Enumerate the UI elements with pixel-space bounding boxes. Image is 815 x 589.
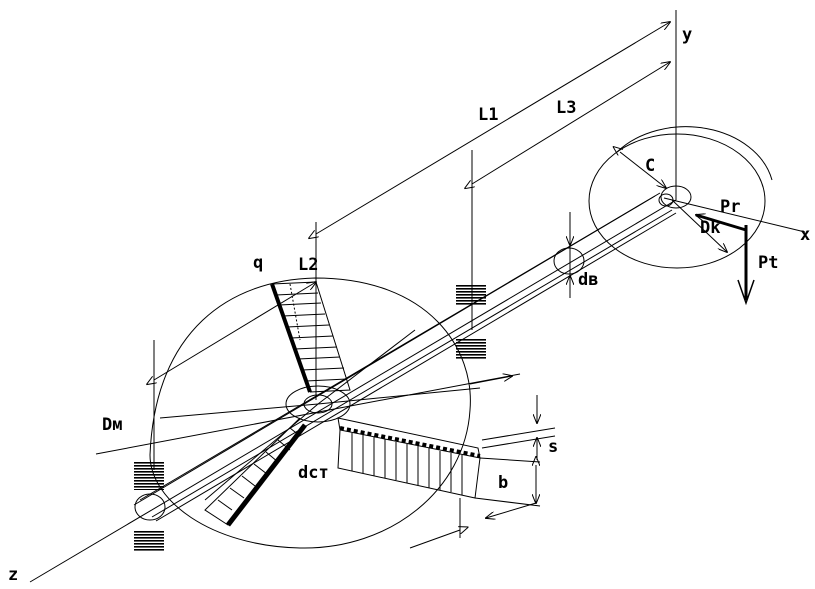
force-pr-arrow xyxy=(696,215,747,232)
label-dst: dcт xyxy=(298,463,329,483)
dim-l2-line xyxy=(154,282,316,380)
label-x-axis: x xyxy=(800,225,810,245)
pulley-disk-rim xyxy=(616,126,773,181)
shaft xyxy=(133,192,677,522)
label-c: C xyxy=(645,156,655,176)
dim-l3-line xyxy=(472,62,670,184)
label-b: b xyxy=(498,473,508,493)
label-pr: Pr xyxy=(720,197,740,217)
dim-dm-line xyxy=(95,373,521,455)
mixer-circle-dm xyxy=(149,277,471,549)
label-pt: Pt xyxy=(758,253,778,273)
shaft-diameter-ellipse xyxy=(553,247,585,275)
bearing-lower-right xyxy=(456,338,486,360)
dim-c-arrow xyxy=(620,152,666,188)
bearing-lower-left xyxy=(134,530,164,552)
label-dv: dв xyxy=(578,270,598,290)
shaft-end-ellipse xyxy=(134,493,166,521)
label-l2: L2 xyxy=(298,255,318,275)
blade-lower xyxy=(204,417,307,527)
label-l3: L3 xyxy=(556,98,576,118)
stirrer-hub xyxy=(285,385,351,423)
label-dm: Dм xyxy=(102,415,122,435)
dim-l1-line xyxy=(316,22,670,234)
label-q: q xyxy=(253,253,263,273)
blade-right xyxy=(337,417,481,499)
label-dk: Dk xyxy=(700,218,720,238)
label-y-axis: y xyxy=(682,25,692,45)
label-l1: L1 xyxy=(478,105,498,125)
label-z-axis: z xyxy=(8,565,18,585)
dim-dk-arrow xyxy=(671,199,727,252)
bearing-upper-left xyxy=(134,462,164,490)
z-axis xyxy=(29,199,677,583)
label-s: s xyxy=(548,437,558,457)
bearing-blocks xyxy=(134,284,486,552)
bearing-upper-right xyxy=(456,284,486,306)
blade-upper xyxy=(270,281,351,393)
